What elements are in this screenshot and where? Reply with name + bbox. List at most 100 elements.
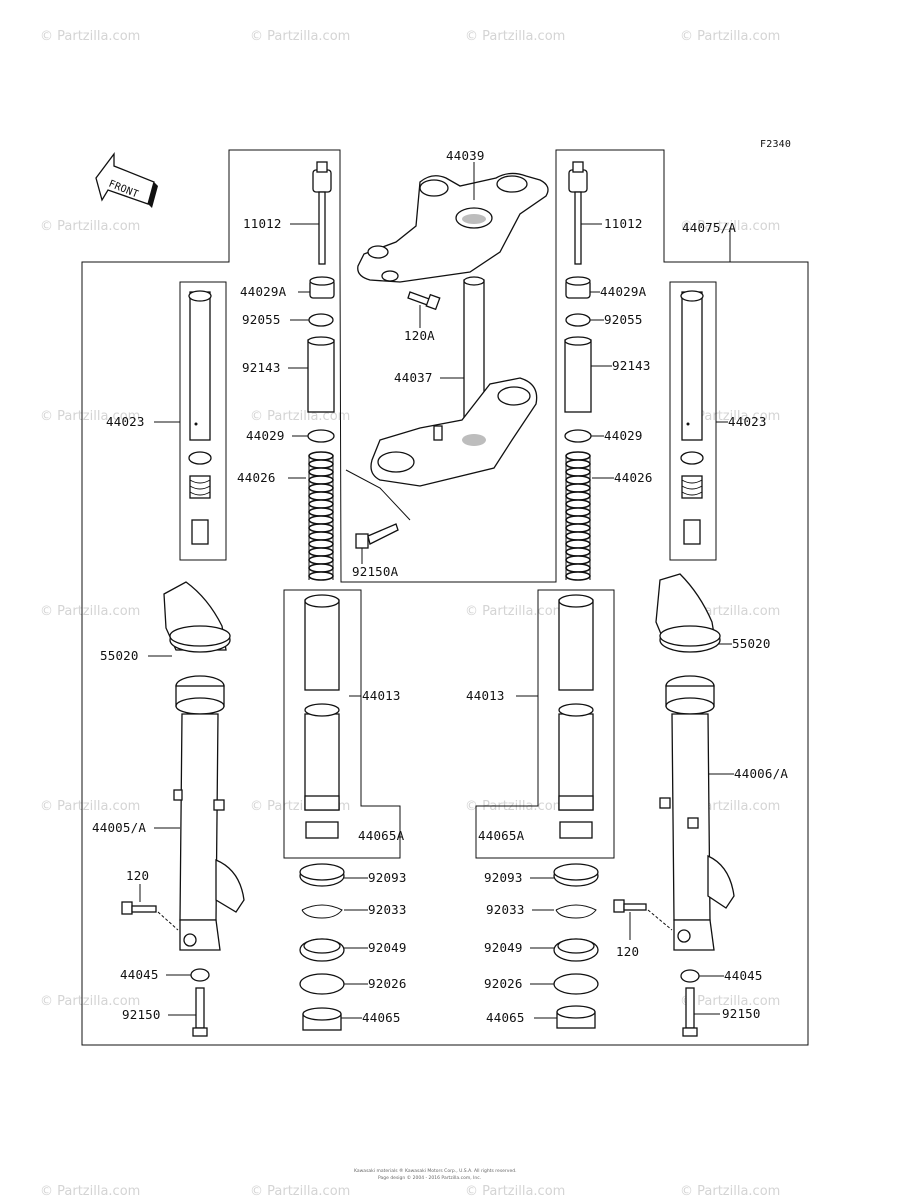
watermark-layer: © Partzilla.com © Partzilla.com © Partzi… [40,29,780,1199]
label-92055-right: 92055 [604,312,643,327]
footer-copyright: Kawasaki materials ® Kawasaki Motors Cor… [354,1167,517,1174]
spacer-92143-left [307,336,335,413]
label-92049-left: 92049 [368,940,407,955]
spring-coil [565,459,591,469]
label-92143-left: 92143 [242,360,281,375]
spring-44026-right [565,451,591,581]
label-92026-left: 92026 [368,976,407,991]
label-44037: 44037 [394,370,433,385]
spring-coil [565,467,591,477]
cap-bolt-11012-right [568,161,588,265]
watermark: © Partzilla.com [40,799,140,814]
watermark: © Partzilla.com [680,1184,780,1199]
spring-coil [308,547,334,557]
circlip-92033-left [301,904,343,919]
fork-guard-55020-right [655,573,721,653]
label-11012-left: 11012 [243,216,282,231]
footer-page-design: Page design © 2004 - 2016 Partzilla.com,… [378,1174,481,1181]
label-44013-right: 44013 [466,688,505,703]
label-92033-right: 92033 [486,902,525,917]
spring-coil [308,539,334,549]
label-92026-right: 92026 [484,976,523,991]
spring-coil [565,571,591,581]
spring-coil [308,523,334,533]
watermark: © Partzilla.com [465,1184,565,1199]
watermark: © Partzilla.com [250,29,350,44]
spring-coil [565,491,591,501]
bolt-92150-left [192,987,208,1037]
label-44065-right: 44065 [486,1010,525,1025]
label-44045-right: 44045 [724,968,763,983]
label-44023-left: 44023 [106,414,145,429]
label-44075A: 44075/A [682,220,736,235]
spring-coil [308,459,334,469]
inner-tube-frame-right [475,589,615,859]
spring-coil [565,451,591,461]
spring-coil [308,475,334,485]
collar-44029A-left [309,276,335,299]
watermark: © Partzilla.com [250,409,350,424]
washer-44029-left [307,429,335,443]
watermark: © Partzilla.com [40,29,140,44]
label-44005A-left: 44005/A [92,820,146,835]
spring-coil [565,475,591,485]
collar-44029A-right [565,276,591,299]
spring-coil [308,451,334,461]
inner-tube-44013-right [558,594,594,839]
assembly-outline [81,149,809,1046]
damper-rod-44023-right [669,281,717,561]
spacer-92143-right [564,336,592,413]
label-92093-right: 92093 [484,870,523,885]
label-92150-left: 92150 [122,1007,161,1022]
bolt-120-right [613,899,647,913]
spring-coil [308,467,334,477]
spring-coil [565,515,591,525]
o-ring-92055-left [308,313,334,327]
label-120A: 120A [404,328,435,343]
damper-rod-44023-left [179,281,227,561]
watermark: © Partzilla.com [40,604,140,619]
spring-coil [308,531,334,541]
dust-seal-92049-right [553,938,599,962]
spring-coil [565,547,591,557]
washer-92026-right [553,973,599,995]
spring-coil [308,515,334,525]
spring-coil [565,531,591,541]
label-92033-left: 92033 [368,902,407,917]
watermark: © Partzilla.com [680,994,780,1009]
label-120-left: 120 [126,868,149,883]
watermark: © Partzilla.com [465,604,565,619]
spring-coil [565,523,591,533]
watermark: © Partzilla.com [680,29,780,44]
outer-tube-44006A-right [659,675,735,951]
watermark: © Partzilla.com [680,409,780,424]
watermark: © Partzilla.com [465,29,565,44]
washer-44045-left [190,968,210,982]
label-92055-left: 92055 [242,312,281,327]
dust-seal-92049-left [299,938,345,962]
spring-coil [565,555,591,565]
label-92093-left: 92093 [368,870,407,885]
washer-92026-left [299,973,345,995]
watermark: © Partzilla.com [680,219,780,234]
spring-44026-left [308,451,334,581]
spring-coil [308,571,334,581]
label-44026-right: 44026 [614,470,653,485]
figure-code: F2340 [760,139,791,150]
label-44029A-right: 44029A [600,284,647,299]
front-arrow-icon: FRONT [95,152,158,208]
washer-44045-right [680,969,700,983]
spring-coil [565,507,591,517]
label-44065A-right: 44065A [478,828,525,843]
label-55020-right: 55020 [732,636,771,651]
spring-coil [308,507,334,517]
bolt-120-left [121,901,157,915]
bolt-120A [407,291,441,311]
watermark: © Partzilla.com [40,409,140,424]
bushing-44065-right [556,1005,596,1029]
label-44023-right: 44023 [728,414,767,429]
spring-coil [308,563,334,573]
bolt-92150-right [682,987,698,1037]
watermark: © Partzilla.com [40,994,140,1009]
